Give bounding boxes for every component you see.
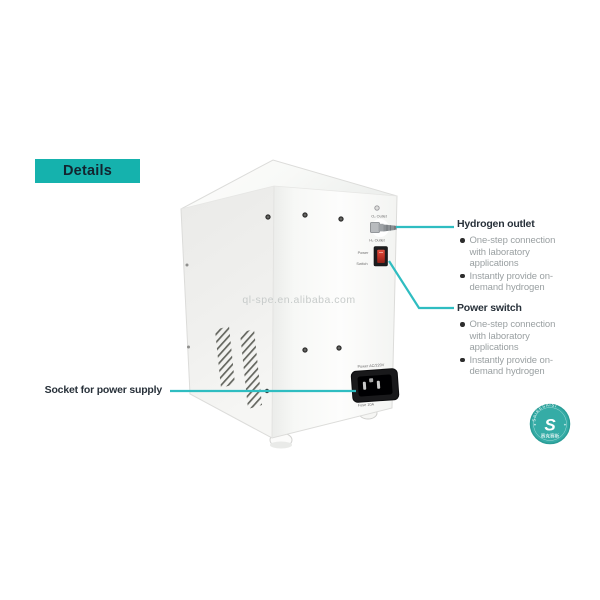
hydrogen-outlet-port	[370, 219, 397, 237]
vent-hole	[374, 205, 380, 211]
power-switch-bullet-2: Instantly provide on-demand hydrogen	[460, 355, 563, 378]
hydrogen-outlet-bullet-2: Instantly provide on-demand hydrogen	[460, 271, 563, 294]
details-banner-label: Details	[63, 163, 112, 179]
bullet-dot-icon	[460, 273, 465, 278]
hydrogen-outlet-bullet-1: One-step connection with laboratory appl…	[460, 235, 563, 270]
ac-power-socket	[350, 368, 400, 403]
power-switch-bullet-1: One-step connection with laboratory appl…	[460, 319, 563, 354]
power-switch-callout-line	[388, 260, 454, 310]
switch-label: Switch	[356, 262, 367, 266]
brand-stamp-logo: SAIKESAISI S 赛克赛斯 ✦ ✦	[529, 402, 571, 445]
socket-top-label: Power AC/220V	[357, 363, 384, 369]
socket-bottom-label: Fuse 10A	[358, 402, 375, 407]
logo-star-right: ✦	[564, 423, 568, 427]
outlet-top-label: O₂ Outlet	[371, 215, 388, 219]
logo-bottom-text: 赛克赛斯	[541, 433, 560, 440]
hydrogen-outlet-callout: Hydrogen outlet One-step connection with…	[457, 218, 563, 294]
panel-screws	[185, 205, 380, 394]
hydrogen-outlet-title: Hydrogen outlet	[457, 218, 535, 230]
details-banner: Details	[35, 159, 140, 183]
logo-monogram: S	[544, 416, 556, 435]
bullet-dot-icon	[460, 322, 465, 327]
bullet-dot-icon	[460, 357, 465, 362]
callout-lines	[170, 225, 454, 393]
vent-grille	[215, 326, 262, 409]
bullet-dot-icon	[460, 238, 465, 243]
power-switch-title: Power switch	[457, 302, 522, 314]
power-label: Power	[358, 251, 369, 255]
logo-star-left: ✦	[534, 423, 538, 427]
outlet-bottom-label: H₂ Outlet	[369, 239, 385, 243]
power-switch-callout: Power switch One-step connection with la…	[457, 302, 563, 378]
device-top-face	[181, 160, 397, 209]
power-switch-control	[373, 246, 388, 267]
socket-callout-label: Socket for power supply	[44, 384, 163, 396]
watermark-text: ql-spe.en.alibaba.com	[242, 294, 355, 306]
panel-silkscreen-labels: O₂ Outlet H₂ Outlet Power Switch Power A…	[356, 215, 387, 408]
